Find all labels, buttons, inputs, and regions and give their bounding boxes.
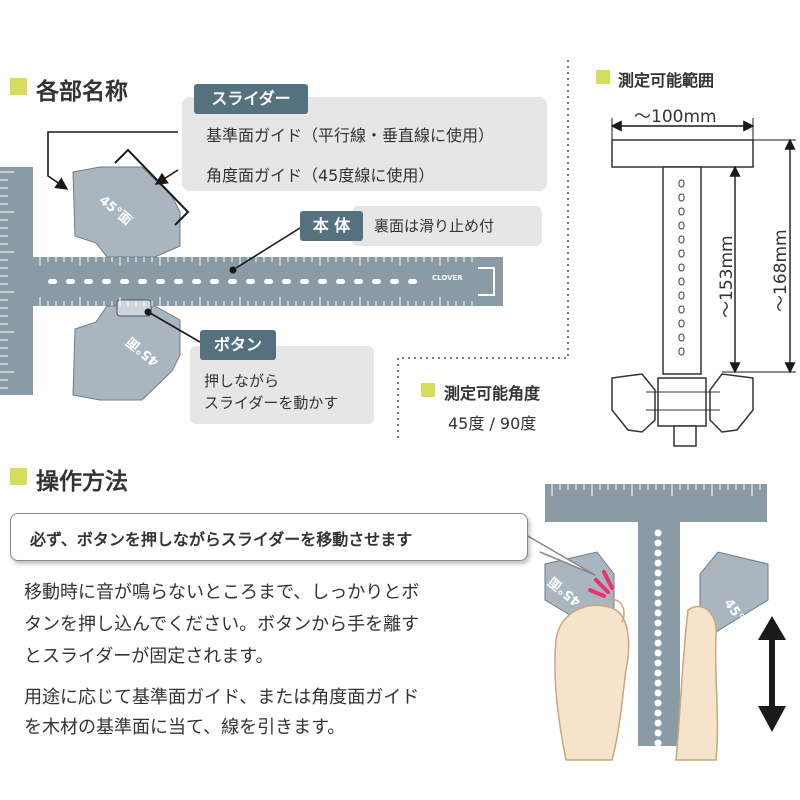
ruler-mark bbox=[678, 179, 685, 188]
press-burst-icon bbox=[588, 570, 614, 598]
button-line-2: スライダーを動かす bbox=[204, 394, 339, 412]
ruler-mark bbox=[654, 709, 662, 717]
para2-line2: を木材の基準面に当て、線を引きます。 bbox=[24, 717, 346, 738]
slider-upper bbox=[72, 166, 181, 258]
slider-button bbox=[116, 299, 152, 317]
ruler-mark bbox=[654, 649, 662, 657]
ruler-mark bbox=[66, 279, 75, 284]
slider-tag: スライダー bbox=[194, 84, 308, 114]
ruler-mark bbox=[678, 319, 685, 328]
ruler-mark bbox=[654, 689, 662, 697]
ruler-mark bbox=[264, 279, 273, 284]
operation-heading: 操作方法 bbox=[36, 469, 128, 495]
ruler-end-hook bbox=[478, 267, 495, 296]
ruler-mark bbox=[654, 539, 662, 547]
ruler-mark bbox=[84, 279, 93, 284]
ruler-mark bbox=[678, 207, 685, 216]
ruler-mark bbox=[654, 699, 662, 707]
slider-lower bbox=[72, 305, 181, 401]
ruler-mark bbox=[654, 599, 662, 607]
ruler-mark bbox=[390, 279, 399, 284]
para1-line1: 移動時に音が鳴らないところまで、しっかりとボ bbox=[24, 582, 420, 603]
ruler-mark bbox=[654, 659, 662, 667]
ruler-mark bbox=[654, 529, 662, 537]
ruler-mark bbox=[192, 279, 201, 284]
ruler-mark bbox=[138, 279, 147, 284]
ruler-mark bbox=[228, 279, 237, 284]
ruler-mark bbox=[408, 279, 417, 284]
ruler-diagram bbox=[0, 166, 503, 401]
ruler-mark bbox=[654, 639, 662, 647]
para1-line3: とスライダーが固定されます。 bbox=[24, 646, 274, 667]
ruler-mark bbox=[678, 291, 685, 300]
accent-square bbox=[596, 70, 610, 84]
ruler-mark bbox=[654, 729, 662, 737]
ruler-mark bbox=[678, 221, 685, 230]
ruler-mark bbox=[654, 619, 662, 627]
callout-box bbox=[10, 513, 528, 561]
ruler-mark bbox=[678, 235, 685, 244]
ruler-mark bbox=[102, 279, 111, 284]
para2-line1: 用途に応じて基準面ガイド、または角度面ガイド bbox=[24, 687, 420, 708]
ruler-mark bbox=[678, 347, 685, 356]
body-note: 裏面は滑り止め付 bbox=[374, 217, 495, 235]
ruler-mark bbox=[654, 569, 662, 577]
double-arrow-icon bbox=[758, 616, 786, 732]
brand-label: CLOVER bbox=[432, 274, 463, 282]
ruler-mark bbox=[300, 279, 309, 284]
range-length-outer: ～168mm bbox=[771, 229, 791, 312]
ruler-mark bbox=[654, 719, 662, 727]
ruler-mark bbox=[48, 279, 57, 284]
ruler-mark bbox=[654, 679, 662, 687]
parts-heading: 各部名称 bbox=[36, 79, 128, 105]
angle-value: 45度 / 90度 bbox=[448, 414, 537, 433]
ruler-mark bbox=[678, 249, 685, 258]
ruler-mark bbox=[174, 279, 183, 284]
para1-line2: タンを押し込んでください。ボタンから手を離す bbox=[24, 614, 420, 635]
ruler-mark bbox=[654, 559, 662, 567]
ruler-mark bbox=[678, 193, 685, 202]
ruler-mark bbox=[654, 629, 662, 637]
range-width: ～100mm bbox=[634, 107, 717, 127]
ruler-mark bbox=[678, 263, 685, 272]
operation-photo bbox=[544, 484, 786, 761]
ruler-mark bbox=[654, 609, 662, 617]
body-tag: 本 体 bbox=[300, 211, 363, 241]
ruler-mark bbox=[336, 279, 345, 284]
body-panel bbox=[352, 206, 542, 246]
button-line-1: 押しながら bbox=[204, 372, 280, 390]
ruler-mark bbox=[678, 277, 685, 286]
range-heading: 測定可能範囲 bbox=[618, 71, 715, 90]
ruler-mark bbox=[282, 279, 291, 284]
angle-heading: 測定可能角度 bbox=[444, 384, 541, 403]
ruler-mark bbox=[372, 279, 381, 284]
ruler-mark bbox=[654, 579, 662, 587]
ruler-mark bbox=[354, 279, 363, 284]
ruler-mark bbox=[654, 549, 662, 557]
range-length-inner: ～153mm bbox=[717, 235, 737, 318]
ruler-mark bbox=[654, 669, 662, 677]
accent-square bbox=[10, 78, 27, 95]
ruler-mark bbox=[654, 739, 662, 747]
slider-line-2: 角度面ガイド（45度線に使用） bbox=[206, 166, 435, 185]
ruler-mark bbox=[120, 279, 129, 284]
ruler-mark bbox=[210, 279, 219, 284]
ruler-mark bbox=[678, 305, 685, 314]
button-tag: ボタン bbox=[200, 330, 276, 360]
ruler-mark bbox=[678, 333, 685, 342]
slider-line-1: 基準面ガイド（平行線・垂直線に使用） bbox=[206, 126, 495, 145]
range-diagram bbox=[610, 118, 796, 447]
ruler-mark bbox=[318, 279, 327, 284]
ruler-mark bbox=[156, 279, 165, 284]
ruler-mark bbox=[246, 279, 255, 284]
accent-square bbox=[10, 468, 27, 485]
accent-square bbox=[421, 383, 435, 397]
ruler-mark bbox=[654, 589, 662, 597]
hand bbox=[554, 604, 630, 761]
callout-text: 必ず、ボタンを押しながらスライダーを移動させます bbox=[30, 530, 413, 549]
